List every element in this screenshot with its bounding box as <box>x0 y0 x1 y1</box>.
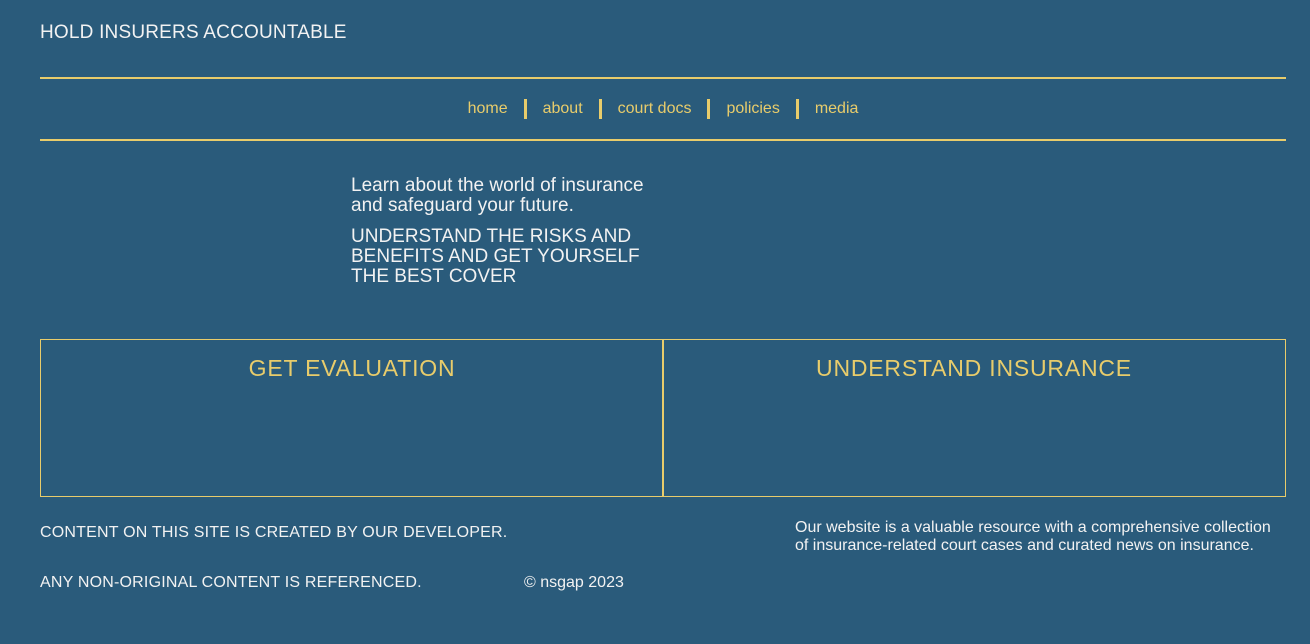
nav-item-about[interactable]: about <box>542 100 583 117</box>
understand-insurance-card[interactable]: UNDERSTAND INSURANCE <box>662 339 1286 497</box>
get-evaluation-title: GET EVALUATION <box>248 355 456 381</box>
hero-headline: UNDERSTAND THE RISKS AND BENEFITS AND GE… <box>351 226 640 287</box>
hero-tagline: Learn about the world of insurance and s… <box>351 175 644 216</box>
nav-item-court-docs[interactable]: court docs <box>617 100 692 117</box>
nav-separator <box>523 99 527 119</box>
nav-item-home[interactable]: home <box>467 100 508 117</box>
footer-credit: CONTENT ON THIS SITE IS CREATED BY OUR D… <box>40 524 508 541</box>
understand-insurance-title: UNDERSTAND INSURANCE <box>816 355 1132 381</box>
nav-item-policies[interactable]: policies <box>726 100 780 117</box>
nav-top-divider <box>40 77 1286 79</box>
main-nav: home about court docs policies media <box>40 97 1286 121</box>
hero-section: Learn about the world of insurance and s… <box>351 176 671 287</box>
footer-reference-note: ANY NON-ORIGINAL CONTENT IS REFERENCED. <box>40 574 422 591</box>
footer-description: Our website is a valuable resource with … <box>795 519 1271 554</box>
nav-bottom-divider <box>40 139 1286 141</box>
site-title: HOLD INSURERS ACCOUNTABLE <box>40 22 347 43</box>
nav-item-media[interactable]: media <box>814 100 859 117</box>
nav-separator <box>598 99 602 119</box>
nav-separator <box>795 99 799 119</box>
get-evaluation-card[interactable]: GET EVALUATION <box>40 339 664 497</box>
nav-separator <box>707 99 711 119</box>
footer-copyright: © nsgap 2023 <box>524 574 624 591</box>
